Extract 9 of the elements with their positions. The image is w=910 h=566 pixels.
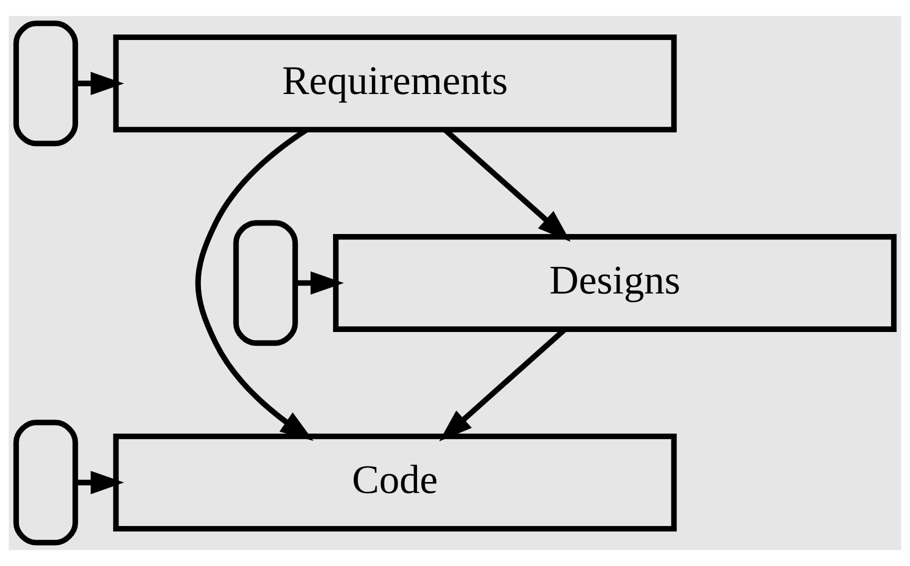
node-box — [13, 20, 78, 146]
node-box: Designs — [333, 234, 897, 332]
node-box: Code — [113, 434, 677, 532]
node-box — [13, 420, 78, 546]
node-box — [233, 220, 298, 346]
node-box: Requirements — [113, 34, 677, 132]
arrow — [76, 72, 124, 96]
arrow — [296, 271, 344, 295]
arrow — [76, 470, 124, 494]
